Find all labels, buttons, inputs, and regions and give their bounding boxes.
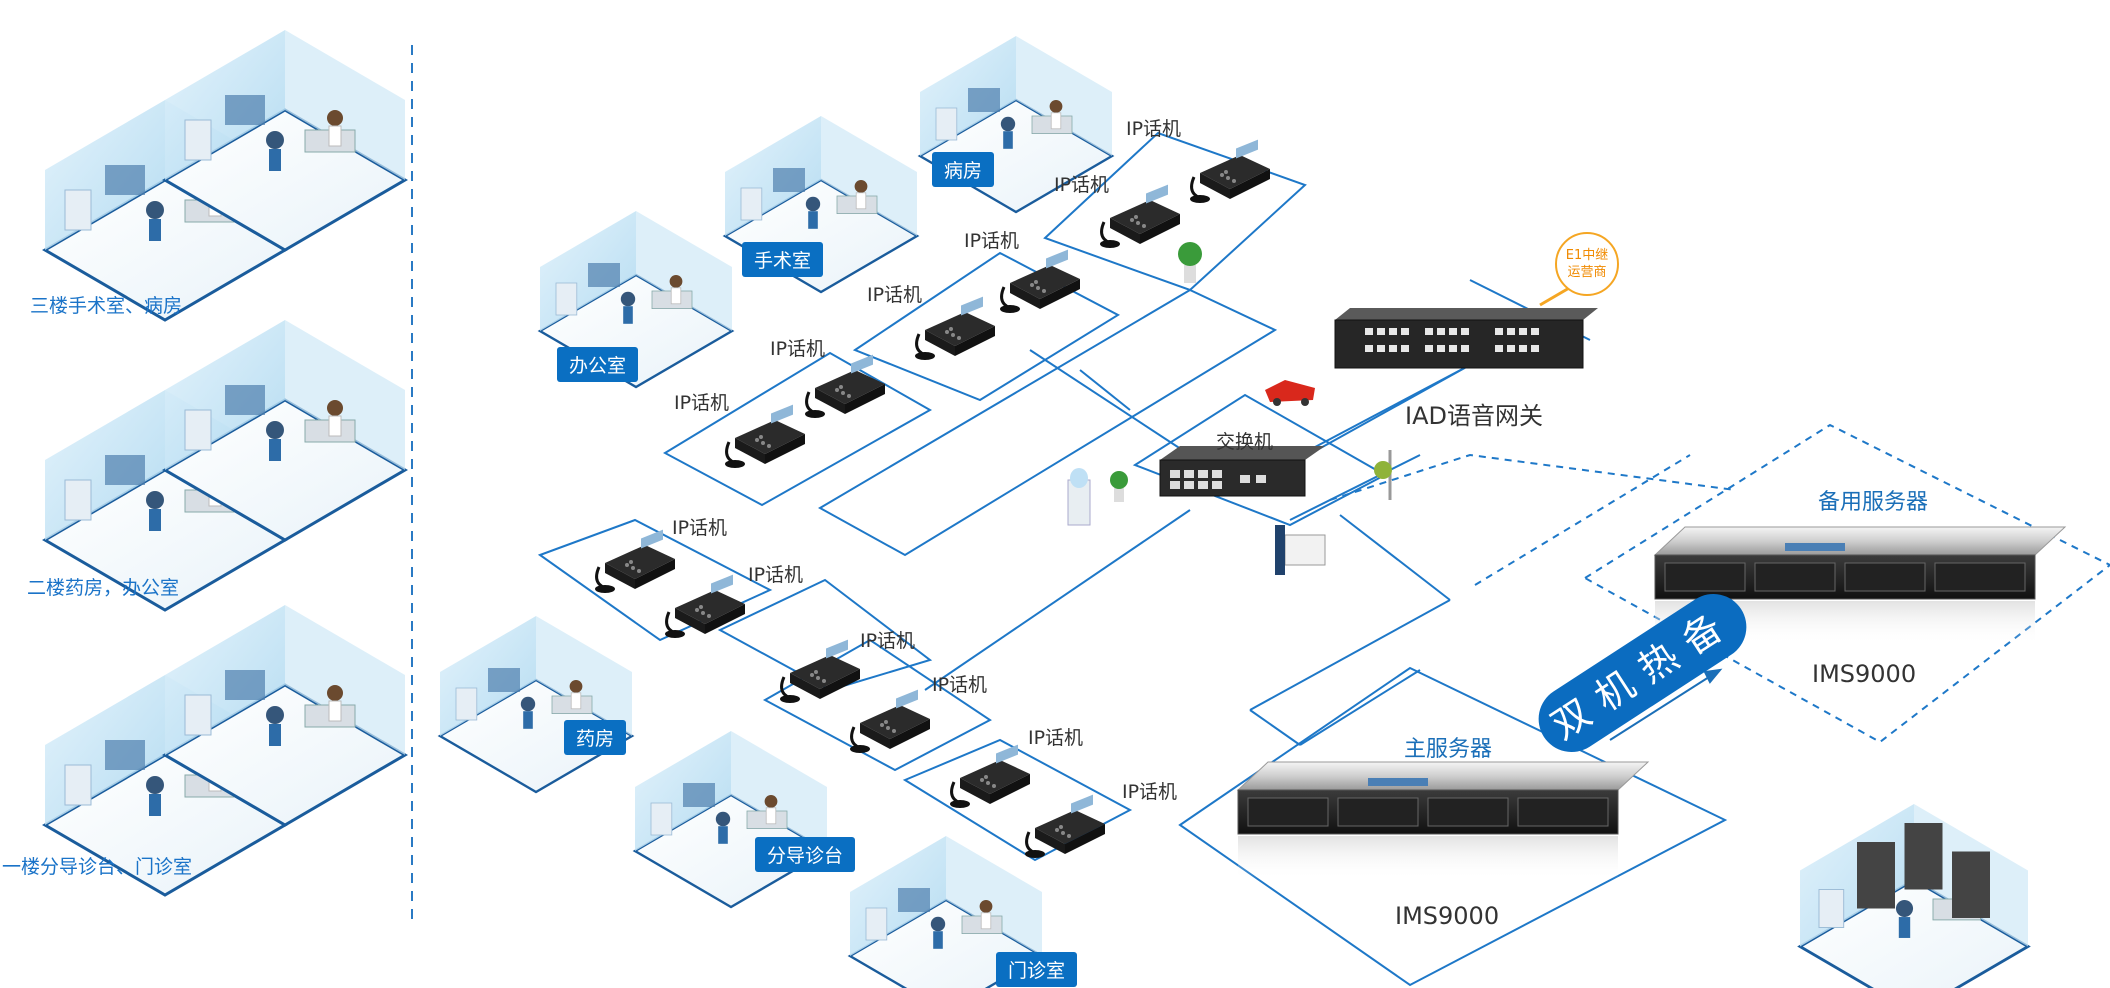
ward-tag: 病房 (932, 152, 995, 187)
ip-phone-icon (848, 688, 932, 755)
e1-line2: 运营商 (1567, 265, 1607, 280)
ip-phone-icon (1098, 183, 1182, 250)
surgery-tag: 手术室 (742, 242, 824, 277)
main-server-device (1237, 761, 1649, 881)
triage-room-img (633, 729, 829, 909)
backup-server-model: IMS9000 (1812, 660, 1917, 688)
ip-phone-label: IP话机 (1028, 727, 1084, 749)
ip-phone-label: IP话机 (1122, 781, 1178, 803)
ip-phone-label: IP话机 (748, 564, 804, 586)
floor2-label: 二楼药房，办公室 (27, 577, 180, 599)
switch-device (1159, 446, 1325, 497)
data-center-img (1798, 802, 2030, 988)
ip-phone-label: IP话机 (1054, 174, 1110, 196)
ip-phone-icon (803, 353, 887, 420)
plant-icon (1110, 471, 1128, 502)
backup-zone (1329, 423, 2110, 744)
e1-line1: E1中继 (1565, 248, 1609, 263)
floor1-label: 一楼分导诊台、门诊室 (2, 856, 193, 878)
main-server-title: 主服务器 (1404, 737, 1493, 762)
iad-gateway-device (1334, 308, 1598, 369)
clinic-tag: 门诊室 (996, 952, 1078, 987)
ip-phone-label: IP话机 (674, 392, 730, 414)
ip-phone-label: IP话机 (867, 284, 923, 306)
upper-network-lines (537, 131, 1728, 987)
e1-trunk-badge: E1中继 运营商 (1555, 232, 1619, 296)
floor2-building (43, 318, 407, 612)
printer-icon (1275, 525, 1326, 575)
ip-phone-label: IP话机 (1126, 118, 1182, 140)
ip-phone-icon (593, 528, 677, 595)
triage-tag: 分导诊台 (755, 837, 856, 872)
backup-server-title: 备用服务器 (1818, 490, 1929, 515)
ip-phone-icon (913, 295, 997, 362)
ip-phone-label: IP话机 (672, 517, 728, 539)
ip-phone-icon (723, 403, 807, 470)
lamp-icon (1374, 450, 1392, 500)
ip-phone-icon (1023, 793, 1107, 860)
ip-phone-icon (778, 638, 862, 705)
car-icon (1265, 380, 1315, 406)
iad-label: IAD语音网关 (1405, 402, 1543, 430)
water-dispenser-icon (1067, 468, 1091, 526)
ip-phone-icon (663, 573, 747, 640)
ip-phone-icon (948, 743, 1032, 810)
office-tag: 办公室 (557, 347, 639, 382)
floor3-label: 三楼手术室、病房 (30, 295, 183, 317)
ip-phone-label: IP话机 (964, 230, 1020, 252)
ip-phone-label: IP话机 (932, 674, 988, 696)
pharmacy-tag: 药房 (564, 720, 627, 755)
ip-phone-label: IP话机 (770, 338, 826, 360)
hot-standby-arrows (1609, 668, 1723, 741)
switch-label: 交换机 (1216, 431, 1274, 453)
pharmacy-room-img (438, 614, 634, 794)
ip-phone-label: IP话机 (860, 630, 916, 652)
floor3-building (43, 28, 407, 322)
plant-icon (1178, 242, 1202, 283)
main-server-model: IMS9000 (1395, 902, 1500, 930)
